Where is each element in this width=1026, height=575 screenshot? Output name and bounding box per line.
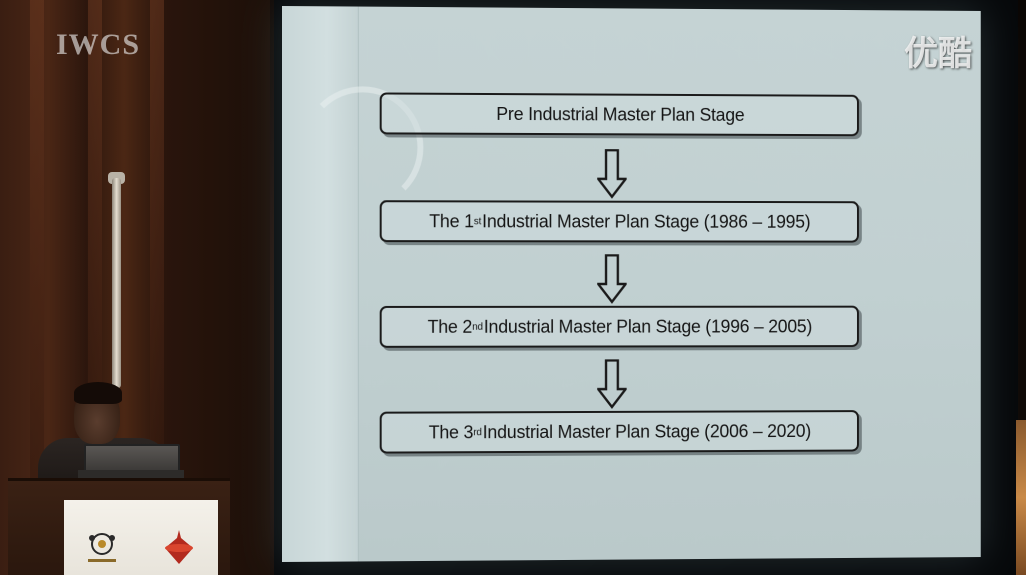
stage-box-pre: Pre Industrial Master Plan Stage	[379, 92, 859, 137]
wall-panel-stripe	[150, 0, 164, 575]
presenter-hair	[74, 382, 122, 404]
stage-label: Pre Industrial Master Plan Stage	[496, 103, 745, 125]
stage-label-prefix: The 3	[428, 421, 474, 442]
stage-label-suffix: Industrial Master Plan Stage (1986 – 199…	[482, 210, 811, 232]
laptop-base	[78, 470, 184, 478]
down-arrow-icon	[597, 254, 626, 304]
stage-ordinal: st	[473, 215, 482, 227]
wall-panel-stripe	[30, 0, 44, 575]
microphone-pole	[112, 178, 121, 388]
iwcs-watermark: IWCS	[56, 28, 141, 61]
stage-label-prefix: The 1	[429, 210, 474, 231]
down-arrow-icon	[597, 149, 626, 199]
down-arrow-icon	[597, 359, 626, 409]
stage-label-suffix: Industrial Master Plan Stage (1996 – 200…	[483, 316, 813, 337]
stage-label-suffix: Industrial Master Plan Stage (2006 – 202…	[482, 420, 812, 442]
stage-ordinal: nd	[472, 321, 483, 333]
laptop	[84, 444, 180, 474]
spinning-top-logo-icon	[165, 530, 193, 564]
stage-label-prefix: The 2	[427, 316, 473, 337]
youku-watermark: 优酷	[904, 34, 972, 74]
right-edge-wall	[1016, 420, 1026, 575]
stage-ordinal: rd	[473, 426, 482, 438]
conference-logo-icon	[88, 533, 116, 562]
